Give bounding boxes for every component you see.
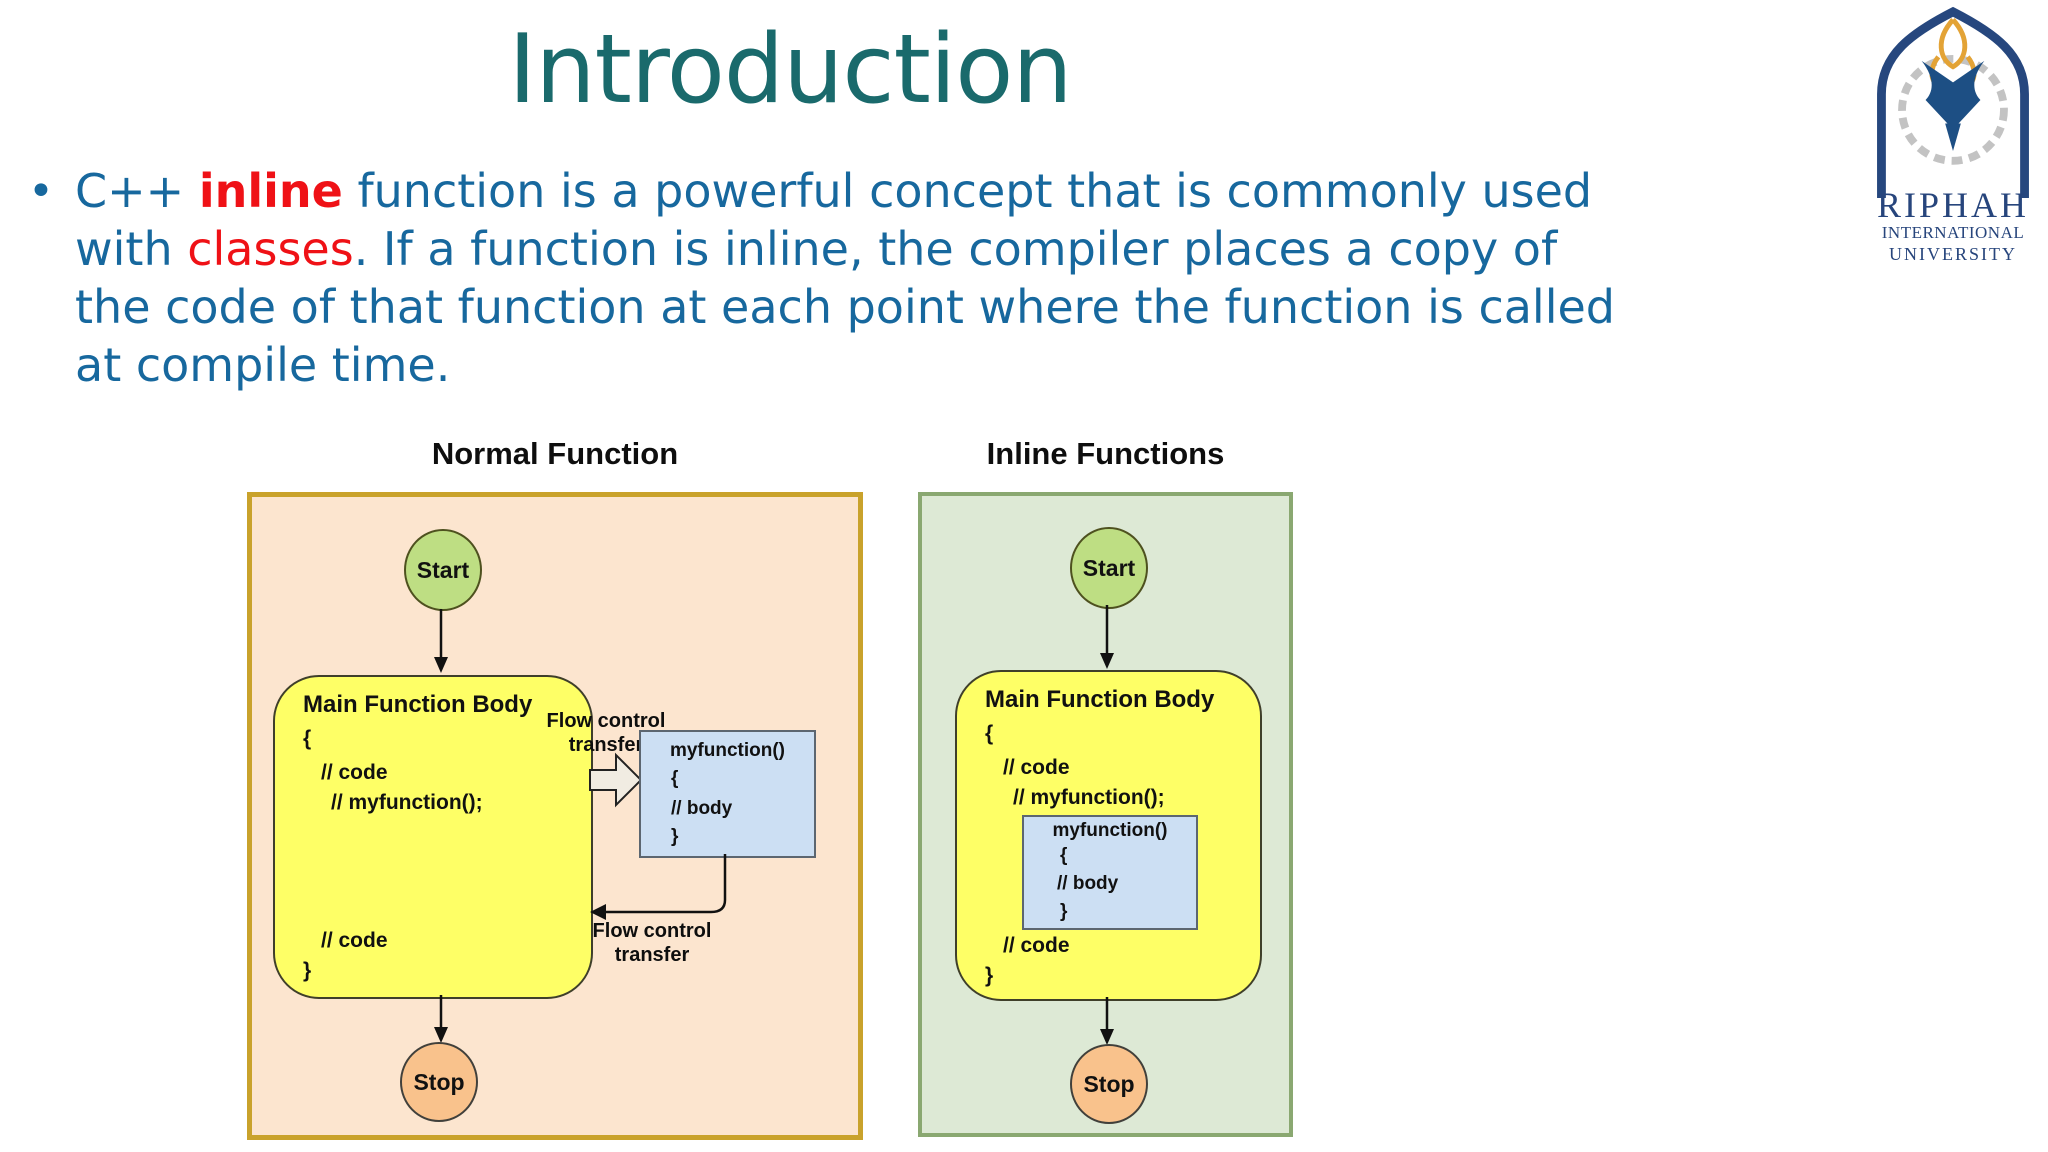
stop-node: Stop (400, 1042, 478, 1122)
flow-transfer-block-arrow (589, 752, 643, 808)
arrow-main-to-stop (1100, 997, 1114, 1045)
normal-function-title: Normal Function (431, 436, 679, 471)
code-line: // code (1003, 934, 1070, 957)
main-function-box: Main Function Body { // code // myfuncti… (955, 670, 1262, 1001)
code-line: { (985, 722, 994, 745)
normal-function-panel: Start Main Function Body { // code // my… (247, 492, 863, 1140)
arrow-start-to-main (1100, 605, 1114, 669)
keyword-inline: inline (198, 164, 343, 218)
arrow-start-to-main (434, 609, 448, 673)
code-line: // myfunction(); (331, 791, 483, 814)
start-label: Start (1082, 554, 1136, 581)
logo-text-riphah: RIPHAH (1876, 185, 2029, 225)
logo-text-university: UNIVERSITY (1889, 244, 2017, 264)
bullet-text: C++ inline function is a powerful concep… (75, 162, 1908, 394)
arrow-main-to-stop (434, 995, 448, 1043)
main-function-box-title: Main Function Body (303, 691, 533, 718)
code-line: // code (321, 929, 388, 952)
flow-label-line: transfer (568, 734, 644, 756)
logo-arch-icon (1877, 6, 2029, 199)
callee-name: myfunction() (669, 740, 786, 761)
text-segment: function is a powerful concept that is c… (342, 164, 1593, 218)
calligraphy-ring (1898, 54, 2008, 165)
stop-label: Stop (413, 1068, 465, 1095)
inlined-myfunction-box: myfunction() { // body } (1022, 815, 1198, 930)
code-line: // body (1057, 873, 1119, 894)
flow-label-line: Flow control (592, 920, 712, 942)
stop-label: Stop (1083, 1070, 1135, 1097)
start-node: Start (1070, 527, 1148, 609)
start-node: Start (404, 529, 482, 611)
main-function-box-title: Main Function Body (985, 686, 1215, 713)
start-label: Start (416, 556, 470, 583)
text-segment: the code of that function at each point … (75, 280, 1615, 334)
bullet-item: • C++ inline function is a powerful conc… (28, 162, 1908, 394)
code-line: { (303, 727, 312, 750)
myfunction-box: myfunction() { // body } (639, 730, 816, 858)
code-line: } (1060, 901, 1068, 922)
code-line: // body (671, 798, 733, 819)
code-line: } (303, 959, 312, 982)
main-function-box: Main Function Body { // code // myfuncti… (273, 675, 593, 999)
code-line: { (671, 768, 679, 789)
flow-control-transfer-label-bottom: Flow control transfer (577, 919, 727, 967)
inline-functions-panel: Start Main Function Body { // code // my… (918, 492, 1293, 1137)
gold-ornament (1938, 18, 1968, 70)
code-line: { (1060, 845, 1068, 866)
callee-name: myfunction() (1052, 820, 1168, 841)
text-segment: . If a function is inline, the compiler … (353, 222, 1558, 276)
bullet-marker: • (28, 166, 54, 217)
code-line: // myfunction(); (1013, 786, 1165, 809)
keyword-classes: classes (187, 222, 354, 276)
flow-control-transfer-label-top: Flow control transfer (531, 709, 681, 757)
text-segment: with (75, 222, 188, 276)
page-title: Introduction (508, 15, 1072, 125)
university-logo: RIPHAH INTERNATIONAL UNIVERSITY (1858, 4, 2048, 292)
code-line: } (985, 964, 994, 987)
text-segment: C++ (75, 164, 199, 218)
flow-label-line: transfer (614, 944, 690, 966)
code-line: // code (1003, 756, 1070, 779)
inline-functions-title: Inline Functions (986, 436, 1225, 471)
bird-icon (1921, 60, 1985, 130)
flow-label-line: Flow control (546, 710, 666, 732)
code-line: } (671, 826, 679, 847)
logo-text-international: INTERNATIONAL (1881, 223, 2025, 242)
text-segment: at compile time. (75, 338, 451, 392)
code-line: // code (321, 761, 388, 784)
stop-node: Stop (1070, 1044, 1148, 1124)
